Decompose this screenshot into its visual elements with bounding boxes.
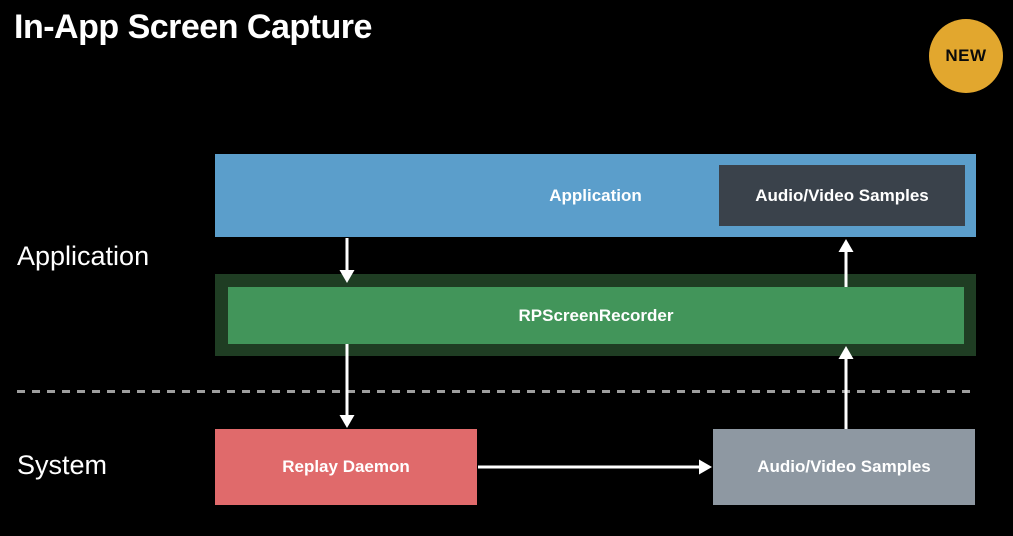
new-badge: NEW xyxy=(929,19,1003,93)
new-badge-label: NEW xyxy=(945,46,987,65)
layer-divider-dashed-line xyxy=(17,390,974,393)
arrow-system-samples-to-recorder xyxy=(838,346,854,429)
arrow-recorder-to-daemon xyxy=(339,344,355,428)
rpscreenrecorder-box: RPScreenRecorder xyxy=(228,287,964,344)
replay-daemon-label: Replay Daemon xyxy=(282,457,410,476)
rpscreenrecorder-label: RPScreenRecorder xyxy=(518,305,674,325)
arrow-daemon-to-system-samples xyxy=(478,459,712,475)
layer-label-system: System xyxy=(17,450,108,480)
application-box: Application Audio/Video Samples xyxy=(215,154,976,237)
slide-title: In-App Screen Capture xyxy=(14,8,372,46)
layer-label-application: Application xyxy=(17,241,150,271)
replay-daemon-box: Replay Daemon xyxy=(215,429,477,505)
app-audio-video-samples-label: Audio/Video Samples xyxy=(755,185,929,205)
rpscreenrecorder-outer-box: RPScreenRecorder xyxy=(215,274,976,356)
app-audio-video-samples-box: Audio/Video Samples xyxy=(719,165,965,226)
system-audio-video-samples-label: Audio/Video Samples xyxy=(757,457,931,476)
application-box-label: Application xyxy=(549,185,642,205)
system-audio-video-samples-box: Audio/Video Samples xyxy=(713,429,975,505)
